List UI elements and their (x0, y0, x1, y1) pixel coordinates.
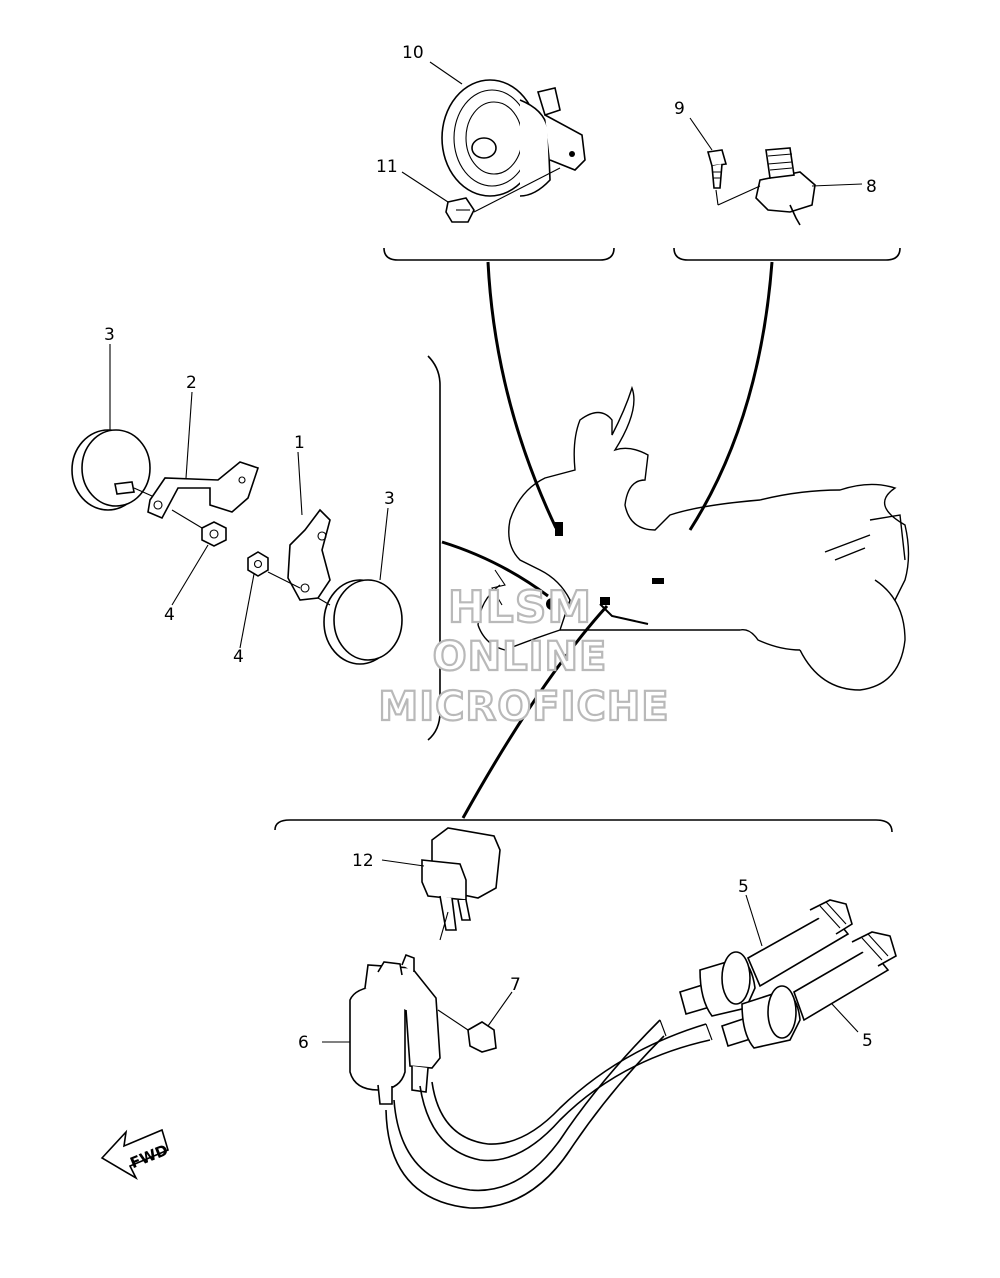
callout-3-left: 3 (104, 325, 115, 345)
leader-left-to-bike (441, 540, 549, 598)
spark-plug-cap-part-5-lower (721, 931, 897, 1049)
leader-lower-to-bike (461, 604, 609, 819)
leader-relay-to-bike (688, 261, 774, 531)
callout-4-lower: 4 (233, 647, 244, 667)
callout-4-upper: 4 (164, 605, 175, 625)
callout-3-right: 3 (384, 489, 395, 509)
leader-horn-to-bike (486, 261, 558, 529)
bracket-part-2 (114, 461, 260, 520)
callout-1: 1 (294, 433, 305, 453)
cap-part-7 (437, 1009, 497, 1053)
nut-part-4-lower (247, 551, 269, 577)
spark-plug-cap-part-5-upper (679, 899, 853, 1017)
callout-6: 6 (298, 1033, 309, 1053)
fwd-arrow-icon: FWD (100, 1128, 171, 1181)
ignition-coil-part (349, 953, 713, 1209)
watermark-line-2: ONLINE (433, 634, 608, 680)
bracket-part-1 (267, 508, 331, 601)
callout-10: 10 (402, 43, 424, 63)
relay-section-bracket (673, 247, 901, 261)
callout-leaders (109, 61, 863, 1043)
callout-5-upper: 5 (738, 877, 749, 897)
callout-7: 7 (510, 975, 521, 995)
watermark-line-3: MICROFICHE (378, 684, 669, 730)
watermark-line-1: HLSM (448, 582, 592, 633)
relay-part (717, 147, 816, 226)
callout-5-lower: 5 (862, 1031, 873, 1051)
callout-9: 9 (674, 99, 685, 119)
bolt-part-9 (706, 149, 728, 206)
callout-11: 11 (376, 157, 398, 177)
reflector-part-3-left (71, 429, 151, 511)
reflector-part-3-right (317, 579, 403, 665)
callout-12: 12 (352, 851, 374, 871)
horn-section-bracket (383, 247, 615, 261)
horn-part (441, 79, 586, 197)
lower-section-bracket (274, 819, 893, 833)
nut-part-4-upper (171, 509, 227, 547)
flasher-relay-part (421, 827, 501, 941)
callout-2: 2 (186, 373, 197, 393)
callout-8: 8 (866, 177, 877, 197)
left-area-bracket (427, 355, 441, 741)
motorcycle-silhouette (477, 385, 910, 691)
screw-part-11 (445, 167, 561, 223)
